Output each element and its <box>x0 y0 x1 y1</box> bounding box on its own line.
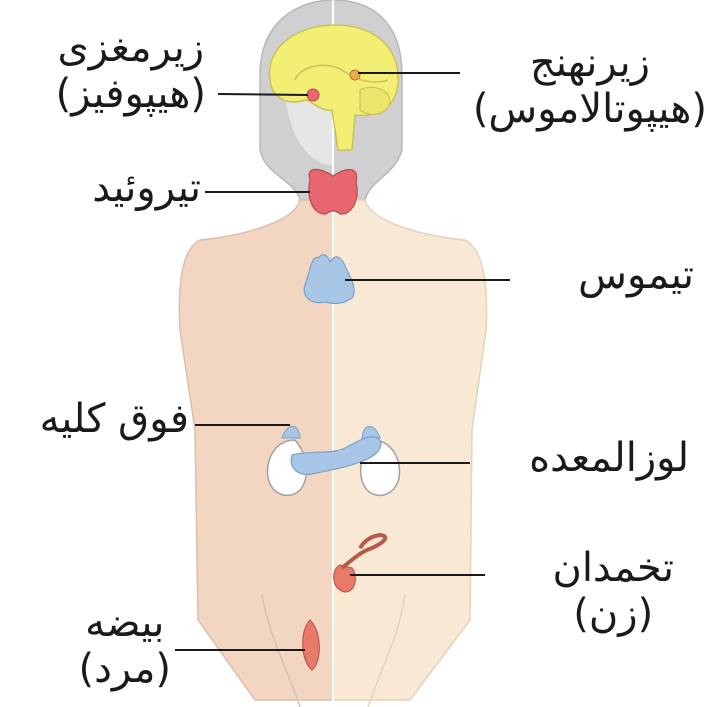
label-thyroid-text: تیروئید <box>92 165 201 211</box>
label-thymus: تیموس <box>578 252 694 298</box>
label-hypothalamus: زیرنهنج (هیپوتالاموس) <box>473 40 707 132</box>
thyroid-gland <box>309 169 357 214</box>
label-pancreas-text: لوزالمعده <box>529 435 689 481</box>
ovary <box>334 565 356 592</box>
label-pituitary-name: زیرمغزی <box>56 25 206 71</box>
label-thyroid: تیروئید <box>92 165 201 211</box>
hypothalamus-gland <box>350 70 360 80</box>
label-testis-alt: (مرد) <box>78 646 171 692</box>
label-hypothalamus-name: زیرنهنج <box>473 40 707 86</box>
label-pancreas: لوزالمعده <box>529 435 689 481</box>
label-adrenal-text: فوق کلیه <box>40 396 189 442</box>
label-pituitary: زیرمغزی (هیپوفیز) <box>56 25 206 117</box>
label-hypothalamus-alt: (هیپوتالاموس) <box>473 86 707 132</box>
label-testis-name: بیضه <box>78 600 171 646</box>
label-ovary: تخمدان (زن) <box>552 545 674 637</box>
leader-pituitary <box>218 94 308 95</box>
label-thymus-text: تیموس <box>578 252 694 298</box>
label-testis: بیضه (مرد) <box>78 600 171 692</box>
label-ovary-alt: (زن) <box>552 591 674 637</box>
label-pituitary-alt: (هیپوفیز) <box>56 71 206 117</box>
label-ovary-name: تخمدان <box>552 545 674 591</box>
pituitary-gland <box>307 89 319 101</box>
cerebellum <box>360 87 390 114</box>
label-adrenal: فوق کلیه <box>40 396 189 442</box>
